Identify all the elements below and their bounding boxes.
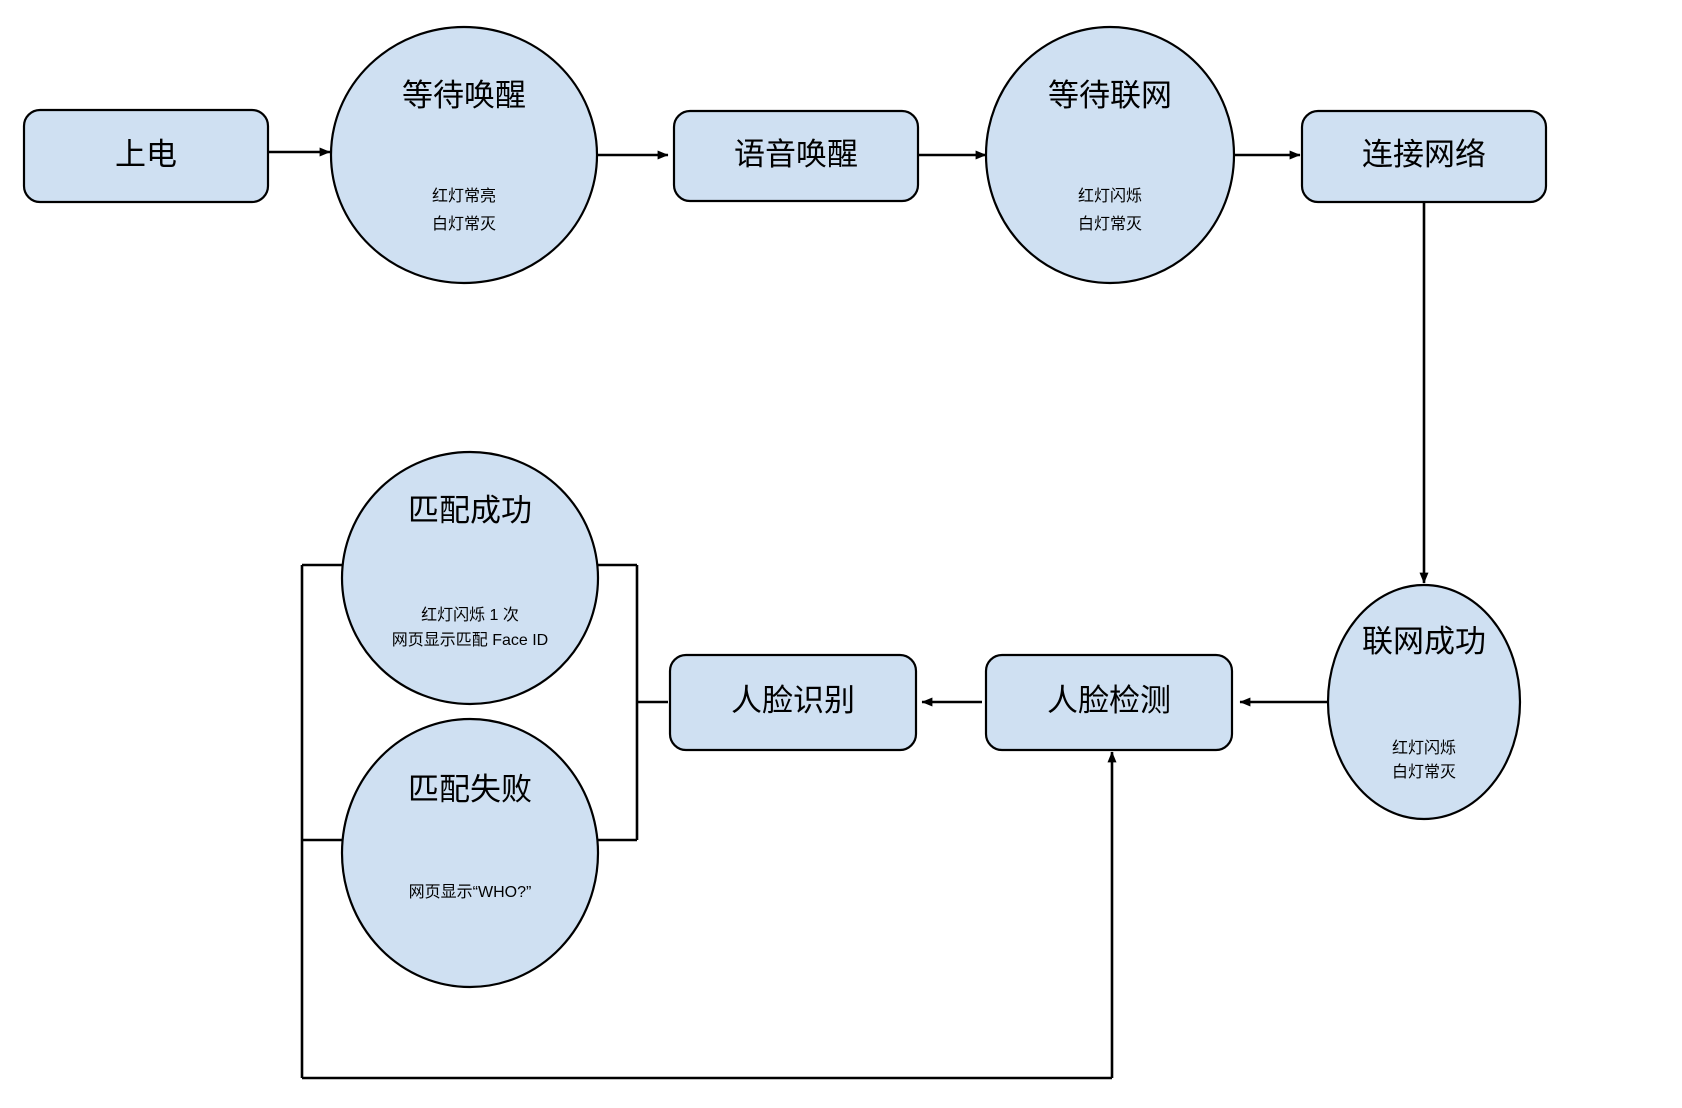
wait-network-sub-1: 红灯闪烁 xyxy=(1078,187,1142,205)
wait-wakeup-sub-2: 白灯常灭 xyxy=(432,215,496,233)
node-voice-wakeup[interactable]: 语音唤醒 xyxy=(672,109,920,203)
power-on-shape[interactable] xyxy=(22,108,270,204)
network-success-sub-1: 红灯闪烁 xyxy=(1392,739,1456,757)
voice-wakeup-shape[interactable] xyxy=(672,109,920,203)
node-power-on[interactable]: 上电 xyxy=(22,108,270,204)
face-detect-shape[interactable] xyxy=(984,653,1234,752)
face-recognize-shape[interactable] xyxy=(668,653,918,752)
network-success-label: 联网成功 xyxy=(1362,624,1486,659)
connect-network-shape[interactable] xyxy=(1300,109,1548,204)
voice-wakeup-label: 语音唤醒 xyxy=(734,137,858,172)
connect-network-label: 连接网络 xyxy=(1362,137,1486,172)
node-wait-network[interactable]: 等待联网 红灯闪烁 白灯常灭 xyxy=(984,25,1236,285)
network-success-shape[interactable] xyxy=(1326,583,1522,821)
match-success-sub-1: 红灯闪烁 1 次 xyxy=(421,606,519,624)
network-success-sub-2: 白灯常灭 xyxy=(1392,763,1456,781)
match-success-sub-2: 网页显示匹配 Face ID xyxy=(392,631,548,649)
node-match-success[interactable]: 匹配成功 红灯闪烁 1 次 网页显示匹配 Face ID xyxy=(340,450,600,706)
node-wait-wakeup[interactable]: 等待唤醒 红灯常亮 白灯常灭 xyxy=(329,25,599,285)
node-network-success[interactable]: 联网成功 红灯闪烁 白灯常灭 xyxy=(1326,583,1522,821)
node-connect-network[interactable]: 连接网络 xyxy=(1300,109,1548,204)
node-face-detect[interactable]: 人脸检测 xyxy=(984,653,1234,752)
wait-network-label: 等待联网 xyxy=(1048,78,1172,113)
node-face-recognize[interactable]: 人脸识别 xyxy=(668,653,918,752)
wait-wakeup-label: 等待唤醒 xyxy=(402,78,526,113)
match-success-shape[interactable] xyxy=(340,450,600,706)
match-fail-shape[interactable] xyxy=(340,717,600,989)
wait-network-shape[interactable] xyxy=(984,25,1236,285)
wait-wakeup-sub-1: 红灯常亮 xyxy=(432,187,496,205)
wait-network-sub-2: 白灯常灭 xyxy=(1078,215,1142,233)
match-success-label: 匹配成功 xyxy=(408,493,532,528)
wait-wakeup-shape[interactable] xyxy=(329,25,599,285)
match-fail-sub-1: 网页显示“WHO?” xyxy=(409,884,532,901)
power-on-label: 上电 xyxy=(115,137,177,172)
face-detect-label: 人脸检测 xyxy=(1047,683,1171,718)
match-fail-label: 匹配失败 xyxy=(408,772,532,807)
face-recognize-label: 人脸识别 xyxy=(731,683,855,718)
node-match-fail[interactable]: 匹配失败 网页显示“WHO?” xyxy=(340,717,600,989)
